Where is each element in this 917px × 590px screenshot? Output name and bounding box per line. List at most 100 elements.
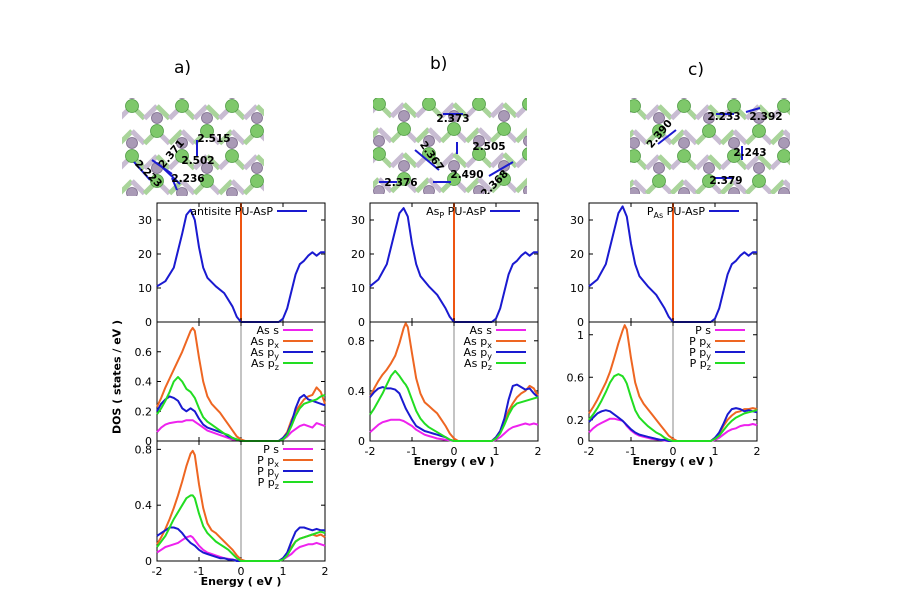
bond: [142, 104, 159, 121]
bond: [464, 127, 481, 144]
panel-label-a: a): [174, 58, 192, 78]
bond: [373, 127, 381, 139]
bond-length-label: 2.502: [181, 155, 214, 167]
bond-length-label: 2.233: [707, 111, 740, 123]
bond: [744, 154, 761, 171]
bond: [719, 179, 736, 194]
bond-marker: [133, 161, 151, 181]
bond: [657, 104, 674, 121]
y-tick-label: 0: [145, 555, 152, 568]
legend-label: AsP PU-AsP: [426, 205, 486, 220]
atom-green: [397, 172, 411, 186]
y-tick-label: 0: [358, 316, 365, 329]
series-line-as-p-z: [369, 369, 539, 442]
series-line-p-p-x: [588, 324, 758, 442]
atom-purple: [151, 112, 163, 124]
bond: [180, 129, 197, 146]
bond: [389, 102, 406, 119]
x-tick-label: 0: [670, 445, 677, 458]
legend-label: P py: [257, 465, 279, 480]
atom-purple: [678, 187, 690, 194]
legend-label: antisite PU-AsP: [190, 205, 273, 218]
y-tick-label: 30: [138, 214, 152, 227]
atom-purple: [251, 112, 263, 124]
atom-purple: [373, 135, 385, 147]
bond-marker: [171, 177, 178, 191]
atom-green: [150, 124, 164, 138]
x-axis-label: Energy ( eV ): [414, 455, 495, 468]
atom-green: [225, 149, 239, 163]
atom-green: [225, 99, 239, 113]
bond: [514, 127, 527, 144]
atom-green: [250, 174, 264, 188]
bond: [489, 102, 506, 119]
bond: [644, 154, 661, 171]
bond: [205, 104, 222, 121]
bond: [142, 154, 159, 171]
bond-marker: [657, 129, 677, 145]
atom-purple: [523, 135, 527, 147]
legend-label: PAs PU-AsP: [647, 205, 705, 220]
atom-green: [200, 174, 214, 188]
series-line-p-as-pu-asp: [588, 205, 757, 323]
y-tick-label: 20: [351, 248, 365, 261]
atom-green: [630, 149, 641, 163]
legend-label: P px: [257, 454, 279, 469]
bond: [427, 177, 444, 194]
legend-label: As py: [464, 346, 493, 361]
bond: [122, 179, 134, 195]
atom-purple: [226, 137, 238, 149]
atom-purple: [398, 110, 410, 122]
series-line-as-s: [369, 418, 539, 442]
atom-green: [652, 174, 666, 188]
bond: [192, 154, 209, 171]
legend-label: As s: [470, 324, 493, 337]
x-axis-label: Energy ( eV ): [201, 575, 282, 588]
atom-purple: [753, 112, 765, 124]
lattice-atoms: [630, 98, 790, 194]
bond: [732, 179, 749, 194]
y-tick-label: 0: [577, 435, 584, 448]
lattice-atoms: [125, 98, 264, 196]
atom-green: [472, 147, 486, 161]
y-tick-label: 30: [570, 214, 584, 227]
atom-purple: [201, 112, 213, 124]
bond: [402, 102, 419, 119]
atom-green: [175, 149, 189, 163]
series-line-p-p-y: [588, 407, 758, 442]
bond: [427, 127, 444, 144]
legend-label: P s: [263, 443, 279, 456]
x-tick-label: 1: [712, 445, 719, 458]
bond: [782, 129, 790, 141]
series-line-as-p-pu-asp: [369, 207, 538, 323]
bond: [632, 179, 649, 194]
atom-purple: [728, 137, 740, 149]
bond-markers: [133, 140, 198, 191]
atom-green: [677, 99, 691, 113]
bond: [477, 177, 494, 194]
bond: [402, 152, 419, 169]
atom-purple: [176, 137, 188, 149]
atom-purple: [653, 112, 665, 124]
series-line-as-p-x: [369, 322, 539, 442]
atom-purple: [473, 185, 485, 194]
bond: [230, 179, 247, 196]
atom-green: [752, 174, 766, 188]
atom-purple: [423, 185, 435, 194]
atom-purple: [753, 162, 765, 174]
atom-green: [250, 124, 264, 138]
bond-length-label: 2.505: [472, 141, 505, 153]
legend-label: P px: [689, 335, 711, 350]
atom-purple: [373, 185, 385, 194]
bond: [192, 104, 209, 121]
x-axis-label: Energy ( eV ): [633, 455, 714, 468]
bond: [122, 129, 134, 145]
panel-label-c: c): [688, 60, 704, 80]
atom-purple: [448, 160, 460, 172]
